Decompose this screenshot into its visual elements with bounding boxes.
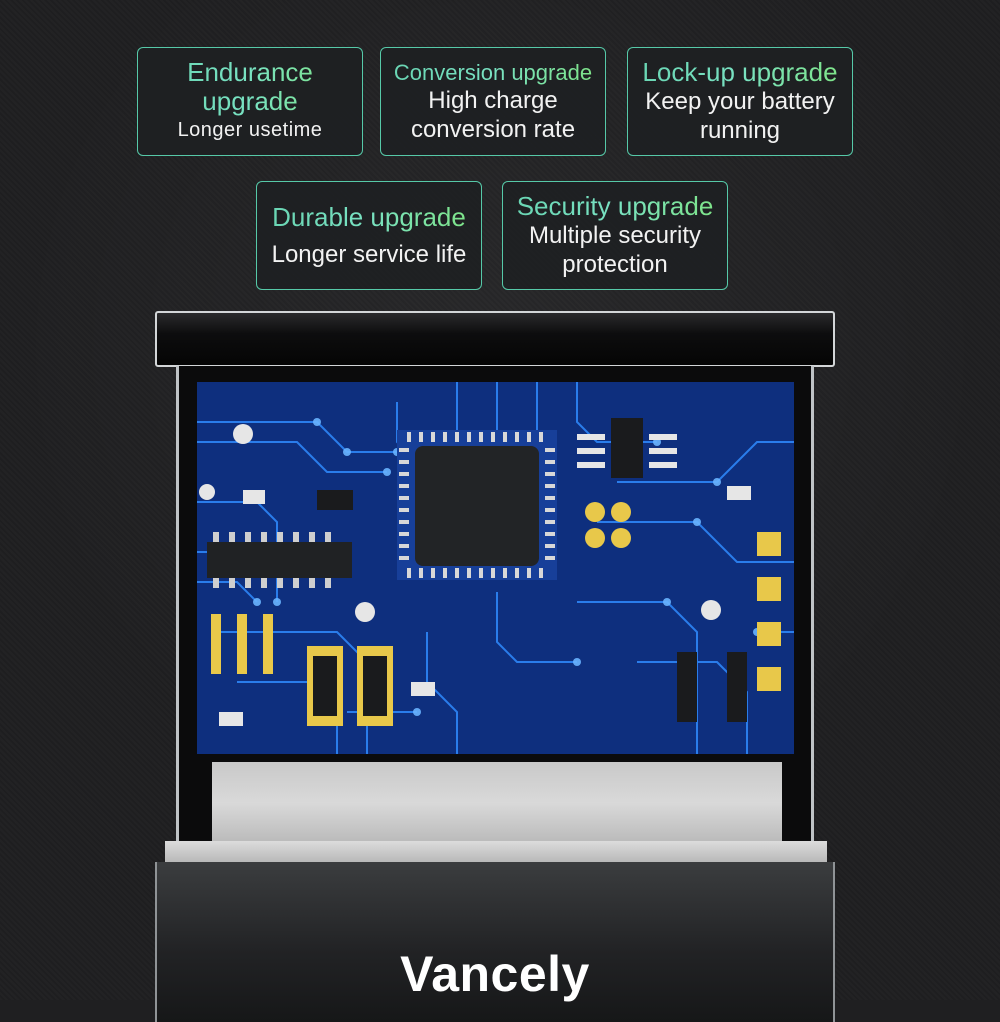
battery-body — [155, 862, 835, 1022]
feature-card-conversion: Conversion upgrade High charge conversio… — [380, 47, 606, 156]
circuit-board-graphic — [197, 382, 794, 754]
feature-subtitle: High charge conversion rate — [410, 86, 576, 143]
feature-title: Conversion upgrade — [393, 59, 593, 85]
feature-subtitle: Longer usetime — [177, 119, 323, 141]
feature-card-lockup: Lock-up upgrade Keep your battery runnin… — [627, 47, 853, 156]
feature-title: Security upgrade — [516, 191, 714, 221]
brand-label: Vancely — [400, 946, 590, 1002]
battery-cell — [212, 762, 782, 844]
battery-cell-edge — [165, 841, 827, 863]
feature-card-security: Security upgrade Multiple security prote… — [502, 181, 728, 290]
feature-subtitle: Longer service life — [271, 240, 467, 268]
circuit-board-image — [197, 382, 794, 754]
feature-card-endurance: Endurance upgrade Longer usetime — [137, 47, 363, 156]
feature-subtitle: Multiple security protection — [528, 222, 702, 278]
feature-subtitle: Keep your battery running — [645, 88, 835, 144]
feature-card-durable: Durable upgrade Longer service life — [256, 181, 482, 290]
feature-title: Endurance upgrade — [160, 58, 340, 116]
feature-title: Lock-up upgrade — [642, 57, 838, 87]
battery-top-connector — [155, 311, 835, 367]
feature-title: Durable upgrade — [272, 201, 466, 232]
